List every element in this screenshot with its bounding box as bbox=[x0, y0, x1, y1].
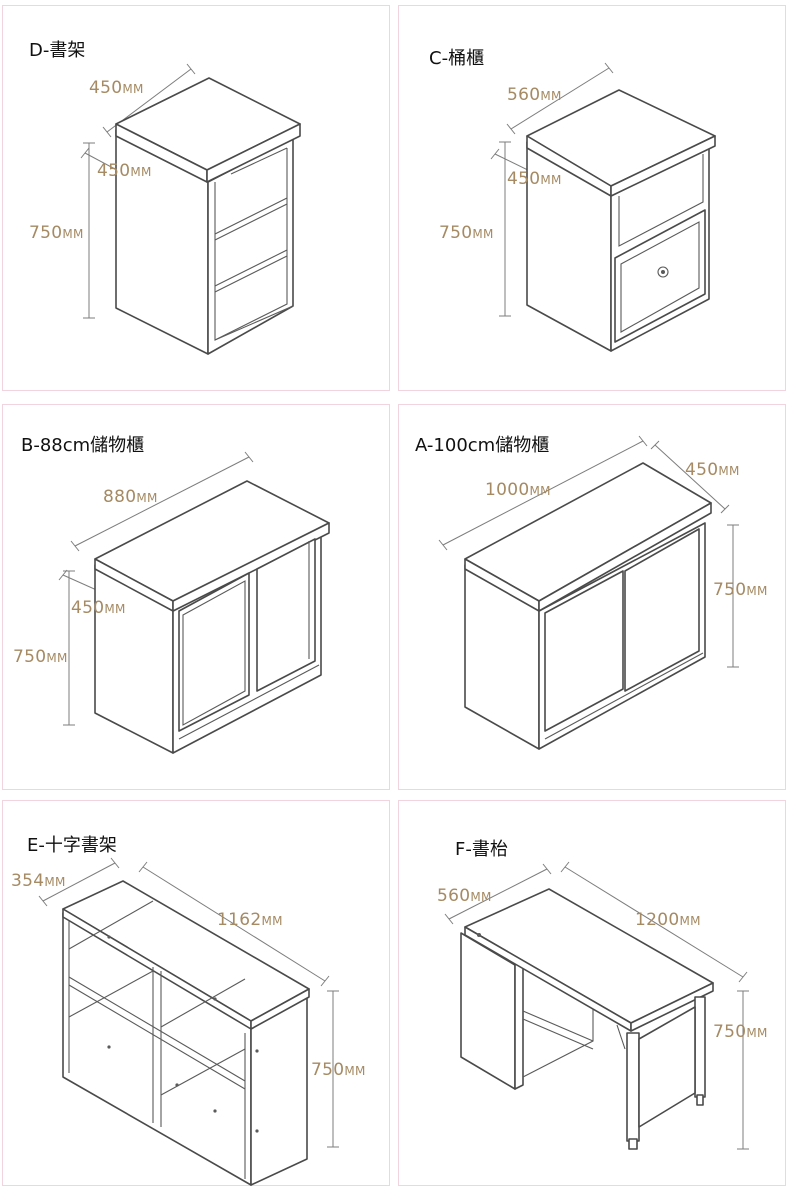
panel-title: F-書枱 bbox=[455, 839, 508, 860]
height-dimension: 750MM bbox=[439, 223, 494, 243]
depth-dimension: 450MM bbox=[685, 460, 740, 480]
cross-bookshelf-e-drawing: 354MM 1162MM 750MM bbox=[11, 857, 366, 1186]
desk-f-drawing: 560MM 1200MM 750MM bbox=[437, 861, 768, 1150]
bucket-cabinet-c-drawing: 560MM 450MM 750MM bbox=[439, 62, 716, 352]
panel-title: D-書架 bbox=[29, 40, 86, 61]
depth-dimension: 450MM bbox=[97, 161, 152, 181]
width-dimension: 1200MM bbox=[635, 910, 701, 930]
height-dimension: 750MM bbox=[13, 647, 68, 667]
panel-title: C-桶櫃 bbox=[429, 48, 485, 69]
width-dimension: 1000MM bbox=[485, 480, 551, 500]
cabinet-a-drawing: 1000MM 450MM 750MM bbox=[438, 435, 768, 750]
height-dimension: 750MM bbox=[311, 1060, 366, 1080]
width-dimension: 1162MM bbox=[217, 910, 283, 930]
height-dimension: 750MM bbox=[713, 580, 768, 600]
panel-b-88cm-cabinet: B-88cm儲物櫃 880MM 450MM 750MM bbox=[2, 404, 390, 790]
panel-title: E-十字書架 bbox=[27, 835, 117, 856]
height-dimension: 750MM bbox=[713, 1022, 768, 1042]
height-dimension: 750MM bbox=[29, 223, 84, 243]
bookshelf-d-drawing: 450MM 450MM 750MM bbox=[29, 63, 301, 355]
panel-c-bucket-cabinet: C-桶櫃 560MM 450MM 750MM bbox=[398, 5, 786, 391]
width-dimension: 880MM bbox=[103, 487, 158, 507]
panel-title: B-88cm儲物櫃 bbox=[21, 435, 145, 456]
depth-dimension: 354MM bbox=[11, 871, 66, 891]
cabinet-b-drawing: 880MM 450MM 750MM bbox=[13, 451, 330, 754]
depth-dimension: 450MM bbox=[71, 598, 126, 618]
panel-d-bookshelf: D-書架 450MM 450MM 750MM bbox=[2, 5, 390, 391]
depth-dimension: 560MM bbox=[437, 886, 492, 906]
panel-title: A-100cm儲物櫃 bbox=[415, 435, 550, 456]
width-dimension: 450MM bbox=[89, 78, 144, 98]
panel-f-desk: F-書枱 560MM 1200MM 750MM bbox=[398, 800, 786, 1186]
panel-a-100cm-cabinet: A-100cm儲物櫃 1000MM 450MM 750MM bbox=[398, 404, 786, 790]
panel-e-cross-bookshelf: E-十字書架 bbox=[2, 800, 390, 1186]
width-dimension: 560MM bbox=[507, 85, 562, 105]
depth-dimension: 450MM bbox=[507, 169, 562, 189]
